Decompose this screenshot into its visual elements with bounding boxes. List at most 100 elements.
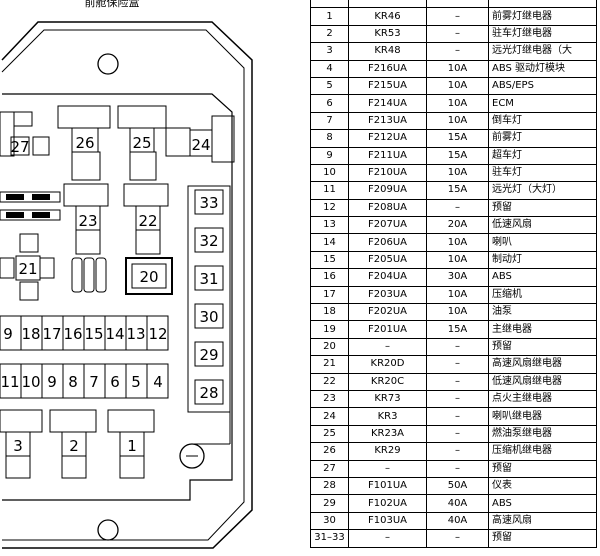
cell-amp: 15A	[426, 320, 489, 339]
cell-fn: 预留	[488, 337, 597, 357]
cell-no: 15	[310, 250, 349, 270]
relay-2: 2	[49, 409, 97, 479]
cell-amp: 10A	[426, 59, 489, 78]
cell-no: 16	[310, 268, 349, 287]
cell-fn: 驻车灯	[488, 163, 597, 183]
cell-fn: 超车灯	[488, 146, 597, 165]
cell-fn: 低速风扇继电器	[488, 372, 597, 391]
mini-fuse-strip	[0, 191, 61, 221]
relay-1: 1	[107, 409, 155, 479]
fuse-label-row2-4: 7	[89, 373, 99, 391]
cell-no: 12	[310, 198, 349, 218]
cell-amp: 40A	[426, 494, 489, 513]
relay-24-label: 24	[191, 136, 210, 154]
cell-fn: 点火主继电器	[488, 389, 597, 409]
fuse-label-row2-2: 9	[47, 373, 57, 391]
table-row: 31–33––预留	[310, 529, 597, 548]
cell-fn: 喇叭	[488, 233, 597, 252]
cell-amp: –	[426, 42, 489, 61]
cell-amp: 15A	[426, 146, 489, 165]
cell-amp: –	[426, 337, 489, 357]
cell-no: 29	[310, 494, 349, 513]
cell-fn: ABS 驱动灯模块	[488, 59, 597, 78]
cell-amp: –	[426, 372, 489, 391]
cell-amp: –	[426, 355, 489, 374]
fuse-label-row1-4: 15	[84, 325, 103, 343]
cell-fn: 燃油泵继电器	[488, 424, 597, 444]
fuse-29-label: 29	[199, 346, 218, 364]
cell-fuse: KR20D	[348, 355, 427, 374]
cell-fuse: F206UA	[348, 233, 427, 252]
cell-fuse: KR48	[348, 42, 427, 61]
cell-amp: 15A	[426, 129, 489, 148]
fuse-label-row2-3: 8	[68, 373, 78, 391]
cell-amp: 10A	[426, 76, 489, 96]
cell-amp: –	[426, 442, 489, 461]
cell-fuse: F208UA	[348, 198, 427, 218]
cell-fn: ABS/EPS	[488, 76, 597, 96]
mount-hole-bottom	[97, 519, 119, 541]
cell-amp: 10A	[426, 111, 489, 131]
cell-fuse: –	[348, 529, 427, 548]
cell-fuse: KR53	[348, 24, 427, 44]
fuse-label-row2-5: 6	[110, 373, 120, 391]
fuse-label-row2-1: 10	[21, 373, 40, 391]
fuse-33-label: 33	[199, 194, 218, 212]
relay-21-label: 21	[18, 260, 37, 278]
cell-no: 25	[310, 424, 349, 444]
cell-fuse: KR23A	[348, 424, 427, 444]
relay-26: 26	[57, 105, 111, 181]
cell-fn: 倒车灯	[488, 111, 597, 131]
fuse-label-row2-0: 11	[0, 373, 19, 391]
cell-no: 10	[310, 163, 349, 183]
relay-27-label: 27	[10, 138, 29, 156]
cell-fn: 压缩机继电器	[488, 442, 597, 461]
cell-amp: 10A	[426, 285, 489, 305]
cell-amp: 15A	[426, 181, 489, 200]
cell-fn: 高速风扇	[488, 511, 597, 531]
cell-fuse: F216UA	[348, 59, 427, 78]
relay-26-label: 26	[75, 134, 94, 152]
cell-amp: 10A	[426, 250, 489, 270]
cell-no: 1	[310, 7, 349, 26]
fuse-32-label: 32	[199, 232, 218, 250]
cell-no: 17	[310, 285, 349, 305]
cell-no: 8	[310, 129, 349, 148]
cell-no: 30	[310, 511, 349, 531]
cell-fuse: KR20C	[348, 372, 427, 391]
cell-fn: 制动灯	[488, 250, 597, 270]
cell-fuse: F209UA	[348, 181, 427, 200]
cell-fn: 前雾灯继电器	[488, 7, 597, 26]
cell-fuse: F102UA	[348, 494, 427, 513]
relay-23: 23	[63, 183, 109, 255]
relay-20-label: 20	[139, 268, 158, 286]
cell-amp: –	[426, 424, 489, 444]
cell-no: 31–33	[310, 529, 349, 548]
cell-amp: –	[426, 7, 489, 26]
cell-no: 20	[310, 337, 349, 357]
cell-amp: 50A	[426, 476, 489, 496]
relay-25-label: 25	[132, 134, 151, 152]
fuse-label-row2-7: 4	[153, 373, 163, 391]
fuse-row-upper: 9 18 17 16 15 14 13 12	[0, 315, 169, 351]
cell-amp: –	[426, 24, 489, 44]
cell-fn: 驻车灯继电器	[488, 24, 597, 44]
cell-fn: 前雾灯	[488, 129, 597, 148]
cell-amp: 40A	[426, 511, 489, 531]
relay-1-label: 1	[127, 437, 137, 455]
cell-no: 2	[310, 24, 349, 44]
fuse-box-diagram: 前舱保险盒 27 26 25 24	[0, 0, 253, 549]
table-row-header-stub	[310, 0, 597, 9]
housing-inner-outline	[1, 29, 245, 541]
